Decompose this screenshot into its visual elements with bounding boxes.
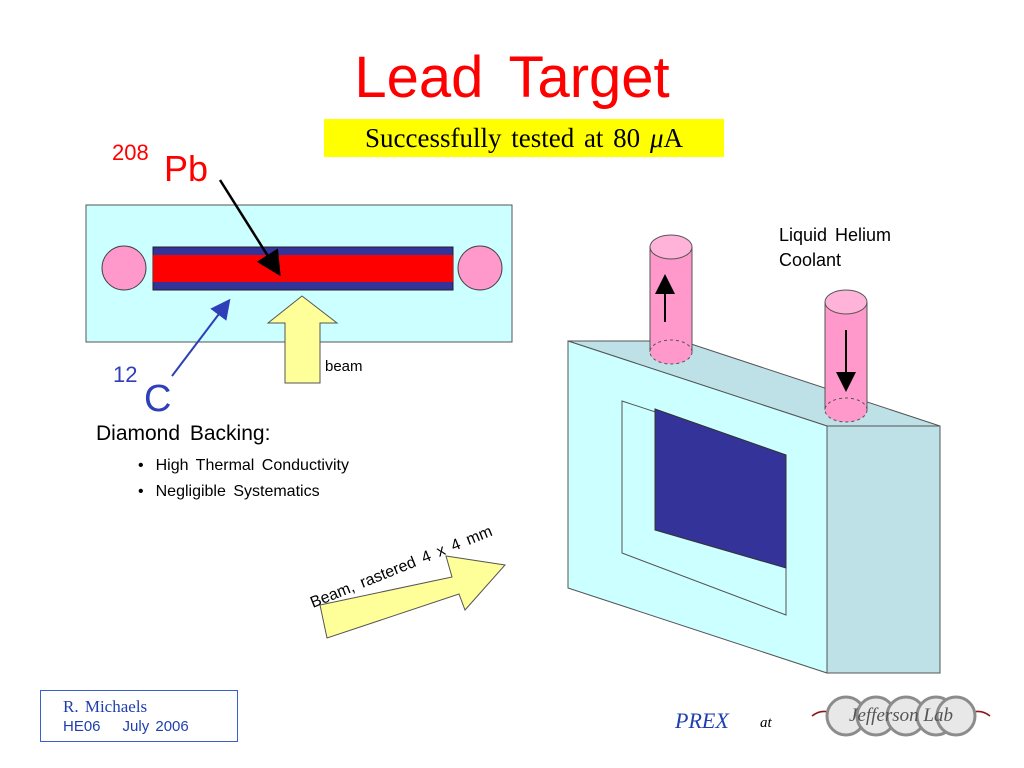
coolant-label: Liquid Helium Coolant [779, 223, 891, 273]
target-holder-3d [319, 234, 941, 674]
bullet-list: High Thermal Conductivity Negligible Sys… [138, 456, 349, 508]
subtitle-text: Successfully tested at 80 [364, 123, 650, 153]
jefferson-lab-logo-icon [811, 695, 991, 737]
coolant-label-line: Coolant [779, 250, 842, 270]
c-pointer-arrow [171, 298, 231, 377]
coolant-label-line: Liquid Helium [779, 225, 892, 245]
target-cross-section [85, 179, 513, 384]
pb-mass-number: 208 [112, 140, 149, 165]
subtitle-unit: A [663, 123, 684, 153]
project-name: PREX [675, 708, 729, 733]
bullet-item: High Thermal Conductivity [138, 456, 349, 476]
left-clamp-circle [101, 245, 147, 291]
right-clamp-circle [457, 245, 503, 291]
author-credit-box: R. Michaels HE06 July 2006 [40, 690, 238, 742]
subtitle-highlight: Successfully tested at 80 μA [324, 119, 724, 157]
beam-label: beam [325, 358, 363, 375]
coolant-inlet-pipe [649, 234, 693, 365]
lead-foil-layer [153, 255, 453, 282]
jefferson-lab-wordmark: Jefferson Lab [849, 705, 953, 726]
conference-date: July 2006 [122, 718, 189, 735]
lead-target-window [654, 408, 787, 569]
author-name: R. Michaels [63, 697, 148, 716]
conference-line: HE06 July 2006 [63, 717, 237, 737]
beam-arrow [266, 295, 339, 384]
mu-symbol: μ [649, 123, 664, 153]
holder-side-face [826, 425, 941, 674]
c-label: C [144, 378, 172, 420]
pb-pointer-arrow [218, 179, 281, 277]
incoming-beam-arrow [319, 555, 506, 639]
bullet-item: Negligible Systematics [138, 482, 349, 502]
slide-title: Lead Target [354, 45, 670, 110]
pb-label: Pb [164, 148, 209, 189]
coolant-outlet-pipe [824, 289, 868, 423]
c-mass-number: 12 [113, 362, 138, 387]
at-word: at [760, 715, 772, 731]
diamond-backing-heading: Diamond Backing: [96, 422, 271, 445]
conference-name: HE06 [63, 718, 101, 735]
